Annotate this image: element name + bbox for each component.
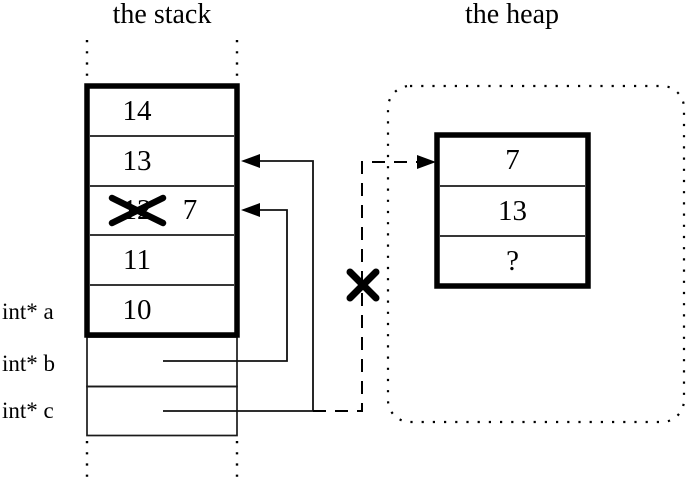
stack-box — [84, 83, 240, 338]
dangling-pointer-arrowhead — [417, 155, 436, 169]
stack-pointer-frame-cells — [86, 336, 238, 437]
stack-cell-value-10: 10 — [122, 294, 152, 326]
pointer-c-line — [163, 160, 314, 412]
cross-out-x-dangling-pointer — [346, 268, 380, 302]
heap-block-dividers — [440, 185, 585, 237]
pointer-label-b: int* b — [2, 351, 56, 376]
dangling-pointer-dashed-arrow — [313, 155, 436, 412]
stack-cell-dividers — [90, 135, 234, 286]
heap-cell-value-7: 7 — [505, 144, 520, 176]
dangling-pointer-dashed-line — [313, 161, 419, 412]
stack-cell-value-11: 11 — [123, 244, 151, 276]
stack-cell-new-value-7: 7 — [182, 194, 198, 226]
pointer-c-arrowhead — [241, 154, 260, 168]
cross-out-x-stroke — [346, 268, 380, 302]
pointer-label-c: int* c — [2, 398, 54, 423]
cross-out-x-stroke — [108, 194, 167, 227]
heap-cell-value-13: 13 — [498, 195, 527, 227]
heap-cell-value-unknown: ? — [506, 245, 519, 277]
stack-cell-value-14: 14 — [122, 95, 152, 127]
pointer-b-arrow — [163, 203, 288, 362]
pointer-b-arrowhead — [241, 203, 260, 217]
stack-title: the stack — [112, 0, 212, 30]
heap-title: the heap — [464, 0, 560, 30]
pointer-c-arrow — [163, 154, 314, 412]
pointer-label-a: int* a — [2, 299, 54, 324]
stack-cell-old-value-12: 12 — [122, 194, 152, 226]
cross-out-x-old-value-12 — [108, 194, 167, 227]
heap-block-box — [434, 132, 591, 289]
pointer-b-line — [163, 209, 288, 362]
stack-cell-value-13: 13 — [122, 145, 152, 177]
